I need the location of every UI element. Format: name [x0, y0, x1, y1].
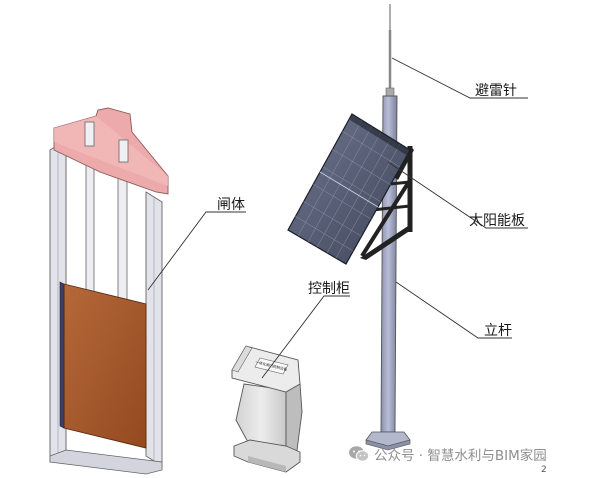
gate-stem-top-right: [118, 139, 129, 163]
gate-sill: [49, 449, 163, 475]
gate-stem-left: [85, 161, 95, 297]
solar-panel-assembly: [287, 113, 414, 265]
leader-lines: [147, 57, 528, 379]
wechat-icon: [349, 446, 370, 462]
label-pole: 立杆: [484, 323, 512, 339]
pole-assembly: [365, 4, 411, 451]
gate-stem-right: [117, 171, 128, 313]
solar-bracket-base: [360, 226, 408, 260]
sluice-gate: [49, 107, 169, 475]
label-lightning-rod: 避雷针: [475, 83, 517, 99]
leader-lightning-rod: [391, 57, 528, 99]
control-cabinet: 一体化闸门控制设备: [231, 345, 303, 473]
watermark: 公众号 · 智慧水利与BIM家园: [348, 443, 547, 465]
label-solar-panel: 太阳能板: [469, 213, 525, 229]
leader-solar-panel: [387, 161, 528, 229]
label-gate-body: 闸体: [217, 197, 245, 213]
label-control-cabinet: 控制柜: [308, 281, 350, 297]
gate-leaf-seal: [59, 281, 65, 429]
page-number: 2: [541, 465, 547, 475]
leader-control-cabinet: [261, 295, 350, 379]
watermark-text: 公众号 · 智慧水利与BIM家园: [374, 448, 547, 464]
leader-pole: [395, 281, 512, 339]
cabinet-base: [233, 439, 301, 473]
gate-leaf: [63, 283, 147, 449]
leader-gate-body: [147, 211, 246, 291]
gate-stem-top-left: [84, 121, 95, 147]
